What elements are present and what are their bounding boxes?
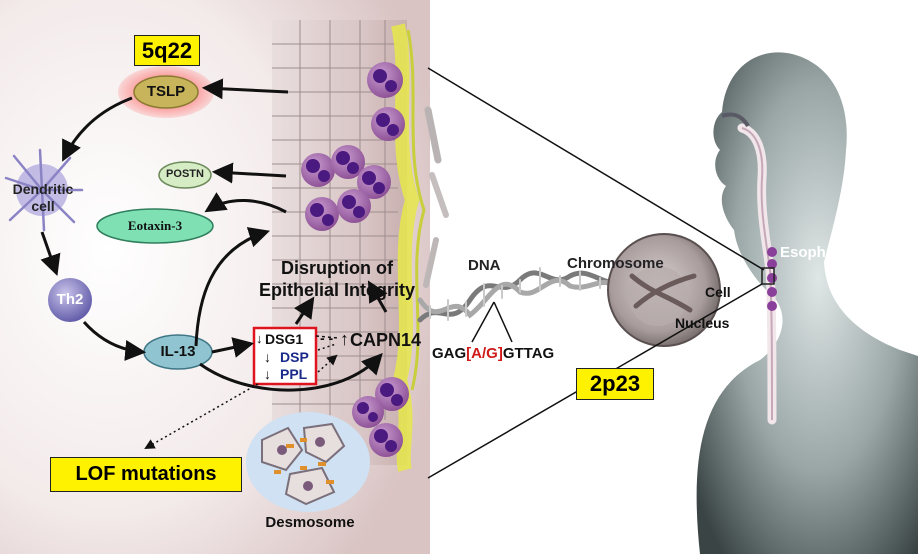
dna-helix xyxy=(417,267,623,323)
dendritic-cell-graphic xyxy=(4,148,84,232)
postn-pill xyxy=(158,161,212,189)
lof-mutations-box: LOF mutations xyxy=(50,457,242,492)
dendritic-label-line1: Dendritic xyxy=(12,181,74,197)
lof-dotted-arrow xyxy=(144,383,259,450)
eosinophils xyxy=(301,62,409,457)
dendritic-label-line2: cell xyxy=(31,198,55,214)
cell-label: Cell xyxy=(705,284,731,300)
capn14-arrow: ↑ xyxy=(340,329,349,349)
sequence-pointer xyxy=(471,301,513,343)
sequence-left: GAG xyxy=(432,345,467,362)
human-silhouette xyxy=(696,52,918,554)
ppl-arrow: ↓ xyxy=(264,366,271,382)
th2-label: Th2 xyxy=(56,291,84,308)
sequence-right: GTTAG xyxy=(502,345,555,362)
locus-2p23-box: 2p23 xyxy=(576,368,654,400)
dsp-label: DSP xyxy=(280,349,309,365)
chromosome-label: Chromosome xyxy=(567,255,664,272)
link-dash: - - xyxy=(320,330,334,346)
postn-label: POSTN xyxy=(166,168,204,180)
dsp-arrow: ↓ xyxy=(264,349,271,365)
eotaxin-pill xyxy=(96,208,214,244)
locus-5q22-box: 5q22 xyxy=(134,35,200,66)
gene-box xyxy=(252,326,318,386)
dsg1-label: DSG1 xyxy=(265,331,304,347)
desmosome-illustration xyxy=(246,412,370,512)
eotaxin-label: Eotaxin-3 xyxy=(127,218,183,233)
disruption-label-line2: Epithelial Integrity xyxy=(258,280,416,300)
gene-crosslinks xyxy=(317,343,336,373)
dsg1-capn14-link xyxy=(315,335,339,339)
disruption-label-line1: Disruption of xyxy=(281,258,393,278)
sequence-text: GAG[A/G]GTTAG xyxy=(432,346,554,361)
sequence-variant: [A/G] xyxy=(466,345,503,362)
th2-cell-graphic xyxy=(48,278,92,322)
capn14-label: CAPN14 xyxy=(350,330,422,350)
cell-with-nucleus xyxy=(607,233,721,347)
dna-label: DNA xyxy=(468,257,501,274)
ppl-label: PPL xyxy=(280,366,308,382)
nucleus-label: Nucleus xyxy=(675,315,730,331)
tslp-pill xyxy=(133,75,199,109)
desmosome-label: Desmosome xyxy=(265,514,355,531)
dsg1-arrow: ↓ xyxy=(256,331,263,346)
tslp-label: TSLP xyxy=(146,83,186,100)
pathway-arrows xyxy=(40,78,388,392)
il13-label: IL-13 xyxy=(160,343,196,360)
esophagus-label: Esophagus xyxy=(780,244,861,261)
